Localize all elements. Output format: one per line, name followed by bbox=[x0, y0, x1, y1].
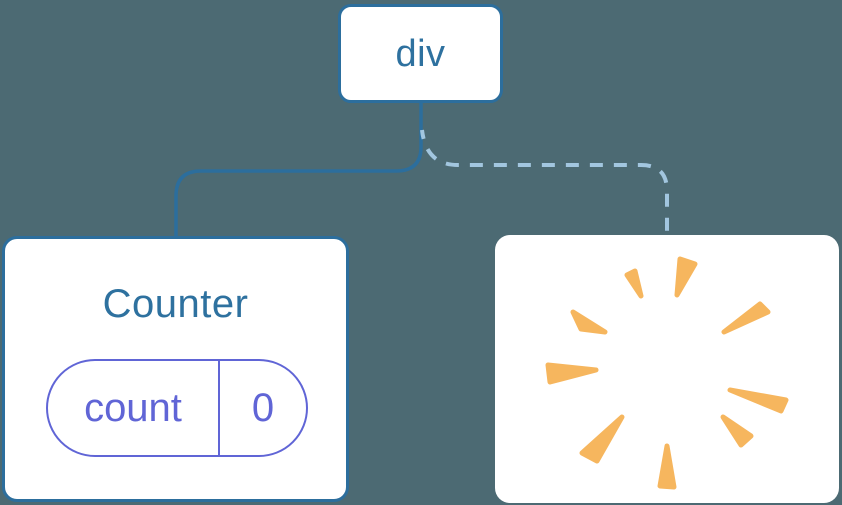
state-name-label: count bbox=[84, 386, 182, 430]
tree-node-removed bbox=[495, 235, 839, 503]
state-pill-key-cell: count bbox=[48, 361, 220, 455]
state-pill-value-cell: 0 bbox=[220, 361, 306, 455]
poof-ray bbox=[579, 414, 625, 464]
poof-ray bbox=[545, 362, 599, 385]
poof-ray bbox=[570, 309, 608, 335]
poof-ray bbox=[721, 301, 771, 335]
root-node-label: div bbox=[395, 32, 446, 75]
poof-ray bbox=[720, 414, 754, 448]
connector-dashed-link bbox=[420, 129, 669, 236]
state-pill: count 0 bbox=[46, 359, 308, 457]
poof-ray bbox=[674, 256, 698, 298]
tree-node-div: div bbox=[338, 4, 503, 103]
poof-starburst-icon bbox=[545, 256, 789, 490]
state-value-label: 0 bbox=[251, 386, 275, 430]
tree-node-counter: Counter count 0 bbox=[2, 236, 349, 502]
poof-ray bbox=[624, 268, 644, 299]
component-name-label: Counter bbox=[102, 282, 249, 326]
connector-solid-link bbox=[174, 103, 423, 238]
poof-ray bbox=[657, 443, 677, 490]
poof-ray bbox=[727, 387, 789, 414]
